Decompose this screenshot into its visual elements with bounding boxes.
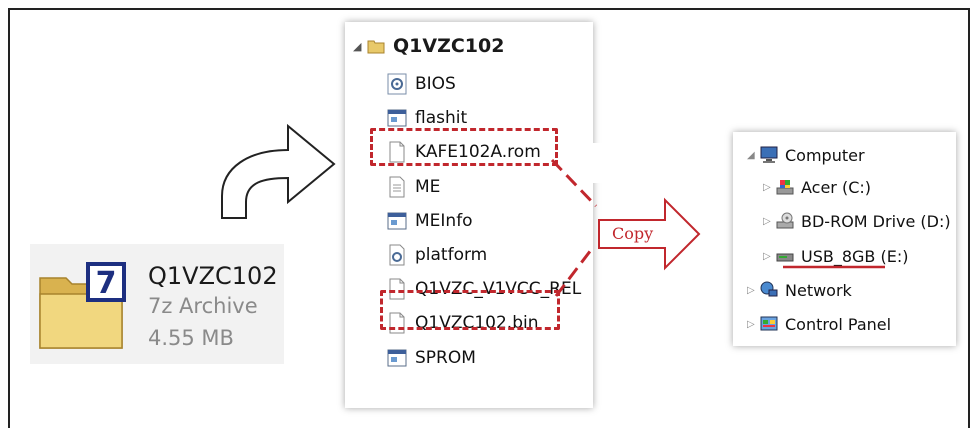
file-item-bios[interactable]: BIOS [387, 67, 581, 101]
collapse-triangle-icon[interactable]: ◢ [747, 149, 755, 161]
collapse-triangle-icon[interactable]: ◢ [353, 39, 362, 53]
usb-drive-icon [776, 253, 794, 262]
optical-drive-icon [776, 212, 794, 229]
expand-triangle-icon[interactable]: ▷ [763, 250, 771, 262]
file-icon [389, 141, 405, 163]
figure-frame [8, 8, 970, 428]
system-drive-icon [776, 180, 794, 195]
file-item-q1vzc-v1vcc-rel[interactable]: Q1VZC_V1VCC_REL [387, 272, 581, 306]
tree-item-drive-c[interactable]: ▷ Acer (C:) [763, 172, 871, 202]
computer-icon [760, 146, 778, 163]
file-item-sprom[interactable]: SPROM [387, 341, 581, 375]
file-label: Q1VZC_V1VCC_REL [415, 279, 582, 300]
cutout [578, 143, 622, 183]
control-panel-icon [760, 316, 778, 331]
file-item-platform[interactable]: platform [387, 238, 581, 272]
7z-badge: 7 [96, 266, 117, 301]
settings-file-icon [387, 73, 407, 95]
tree-item-drive-d[interactable]: ▷ BD-ROM Drive (D:) [763, 206, 951, 236]
tree-label: BD-ROM Drive (D:) [801, 211, 951, 231]
tree-label: Computer [785, 145, 865, 165]
file-item-meinfo[interactable]: MEInfo [387, 204, 581, 238]
folder-icon [367, 40, 385, 54]
tree-item-computer[interactable]: ◢ Computer [747, 140, 865, 170]
file-item-kafe102a-rom[interactable]: KAFE102A.rom [387, 135, 581, 169]
tree-item-usb-drive[interactable]: ▷ USB_8GB (E:) [763, 241, 908, 271]
curved-arrow-icon [221, 123, 336, 219]
file-label: BIOS [415, 74, 456, 95]
tree-label: Acer (C:) [801, 177, 872, 197]
executable-icon [387, 349, 407, 367]
archive-type: 7z Archive [148, 294, 258, 318]
7z-archive-icon: 7 [39, 262, 126, 349]
file-label: flashit [415, 108, 468, 129]
file-item-flashit[interactable]: flashit [387, 101, 581, 135]
executable-icon [387, 109, 407, 127]
expand-triangle-icon[interactable]: ▷ [747, 284, 755, 296]
file-label: KAFE102A.rom [415, 142, 541, 163]
highlight-box-bin [380, 290, 560, 330]
expand-triangle-icon[interactable]: ▷ [763, 215, 771, 227]
tree-item-network[interactable]: ▷ Network [747, 275, 852, 305]
config-file-icon [389, 244, 405, 266]
file-label: SPROM [415, 347, 476, 368]
file-label: MEInfo [415, 210, 473, 231]
highlight-box-rom [370, 128, 558, 166]
folder-contents-panel: ◢ Q1VZC102 BIOS flashit KAFE102A.rom ME … [345, 22, 593, 408]
copy-label: Copy [612, 224, 654, 243]
executable-icon [387, 212, 407, 230]
archive-size: 4.55 MB [148, 326, 234, 350]
expand-triangle-icon[interactable]: ▷ [747, 318, 755, 330]
file-item-me[interactable]: ME [387, 170, 581, 204]
text-file-icon [389, 176, 405, 198]
expand-triangle-icon[interactable]: ▷ [763, 181, 771, 193]
network-icon [760, 281, 778, 297]
archive-name: Q1VZC102 [148, 262, 278, 290]
computer-tree-panel: ◢ Computer ▷ Acer (C:) ▷ BD-ROM Drive (D… [733, 132, 956, 346]
file-label: ME [415, 176, 441, 197]
tree-label: Network [785, 280, 852, 300]
file-label: platform [415, 245, 488, 266]
tree-label: USB_8GB (E:) [801, 246, 909, 266]
copy-arrow-icon [598, 197, 701, 271]
folder-title: Q1VZC102 [393, 35, 505, 57]
archive-file-tile[interactable]: 7 Q1VZC102 7z Archive 4.55 MB [30, 244, 284, 364]
tree-label: Control Panel [785, 314, 892, 334]
folder-header[interactable]: ◢ Q1VZC102 [353, 32, 504, 60]
tree-item-control-panel[interactable]: ▷ Control Panel [747, 309, 891, 339]
